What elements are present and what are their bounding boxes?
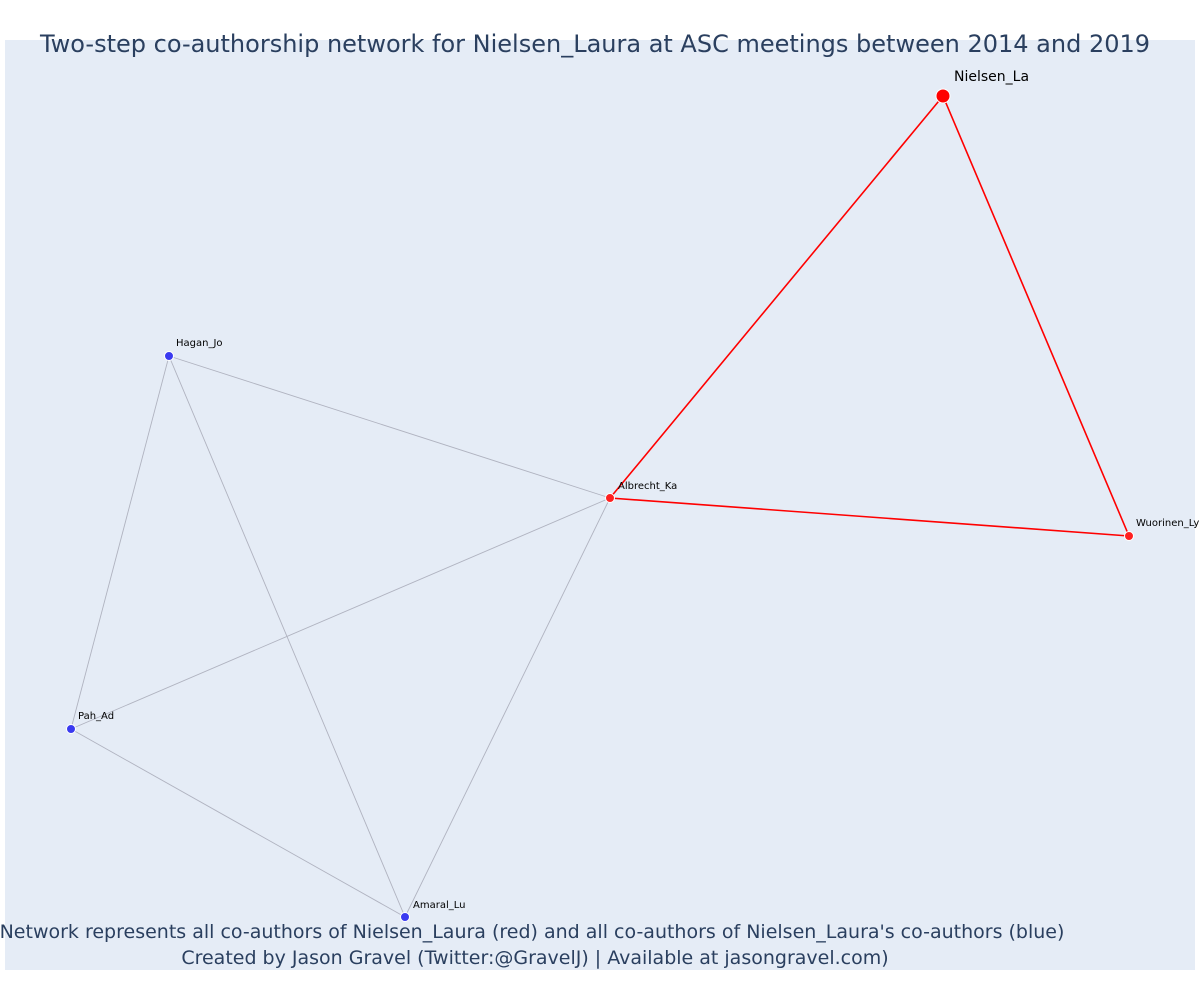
node-wuorinen[interactable] [1124,531,1134,541]
node-pah[interactable] [66,724,76,734]
node-label-pah: Pah_Ad [78,711,114,722]
node-label-hagan: Hagan_Jo [176,338,223,349]
edges-layer [70,95,1130,918]
node-label-albrecht: Albrecht_Ka [618,481,677,492]
edge-pah-amaral [70,728,406,918]
nodes-layer [66,88,1134,922]
node-nielsen[interactable] [935,88,951,104]
caption-line-1: Network represents all co-authors of Nie… [0,921,1064,943]
node-hagan[interactable] [164,351,174,361]
edge-albrecht-amaral [404,497,611,918]
node-label-wuorinen: Wuorinen_Ly [1136,518,1199,529]
edge-albrecht-wuorinen [609,497,1130,537]
caption-line-2: Created by Jason Gravel (Twitter:@Gravel… [181,947,888,969]
node-albrecht[interactable] [605,493,615,503]
edge-hagan-amaral [168,355,406,918]
edge-nielsen-albrecht [609,95,944,499]
edge-nielsen-wuorinen [942,95,1130,537]
edge-albrecht-hagan [168,355,611,499]
edge-hagan-pah [70,355,170,730]
node-amaral[interactable] [400,912,410,922]
figure-title: Two-step co-authorship network for Niels… [39,30,1150,58]
plot-background [5,40,1195,970]
edge-albrecht-pah [70,497,611,730]
node-label-nielsen: Nielsen_La [954,69,1029,85]
node-label-amaral: Amaral_Lu [413,900,465,911]
